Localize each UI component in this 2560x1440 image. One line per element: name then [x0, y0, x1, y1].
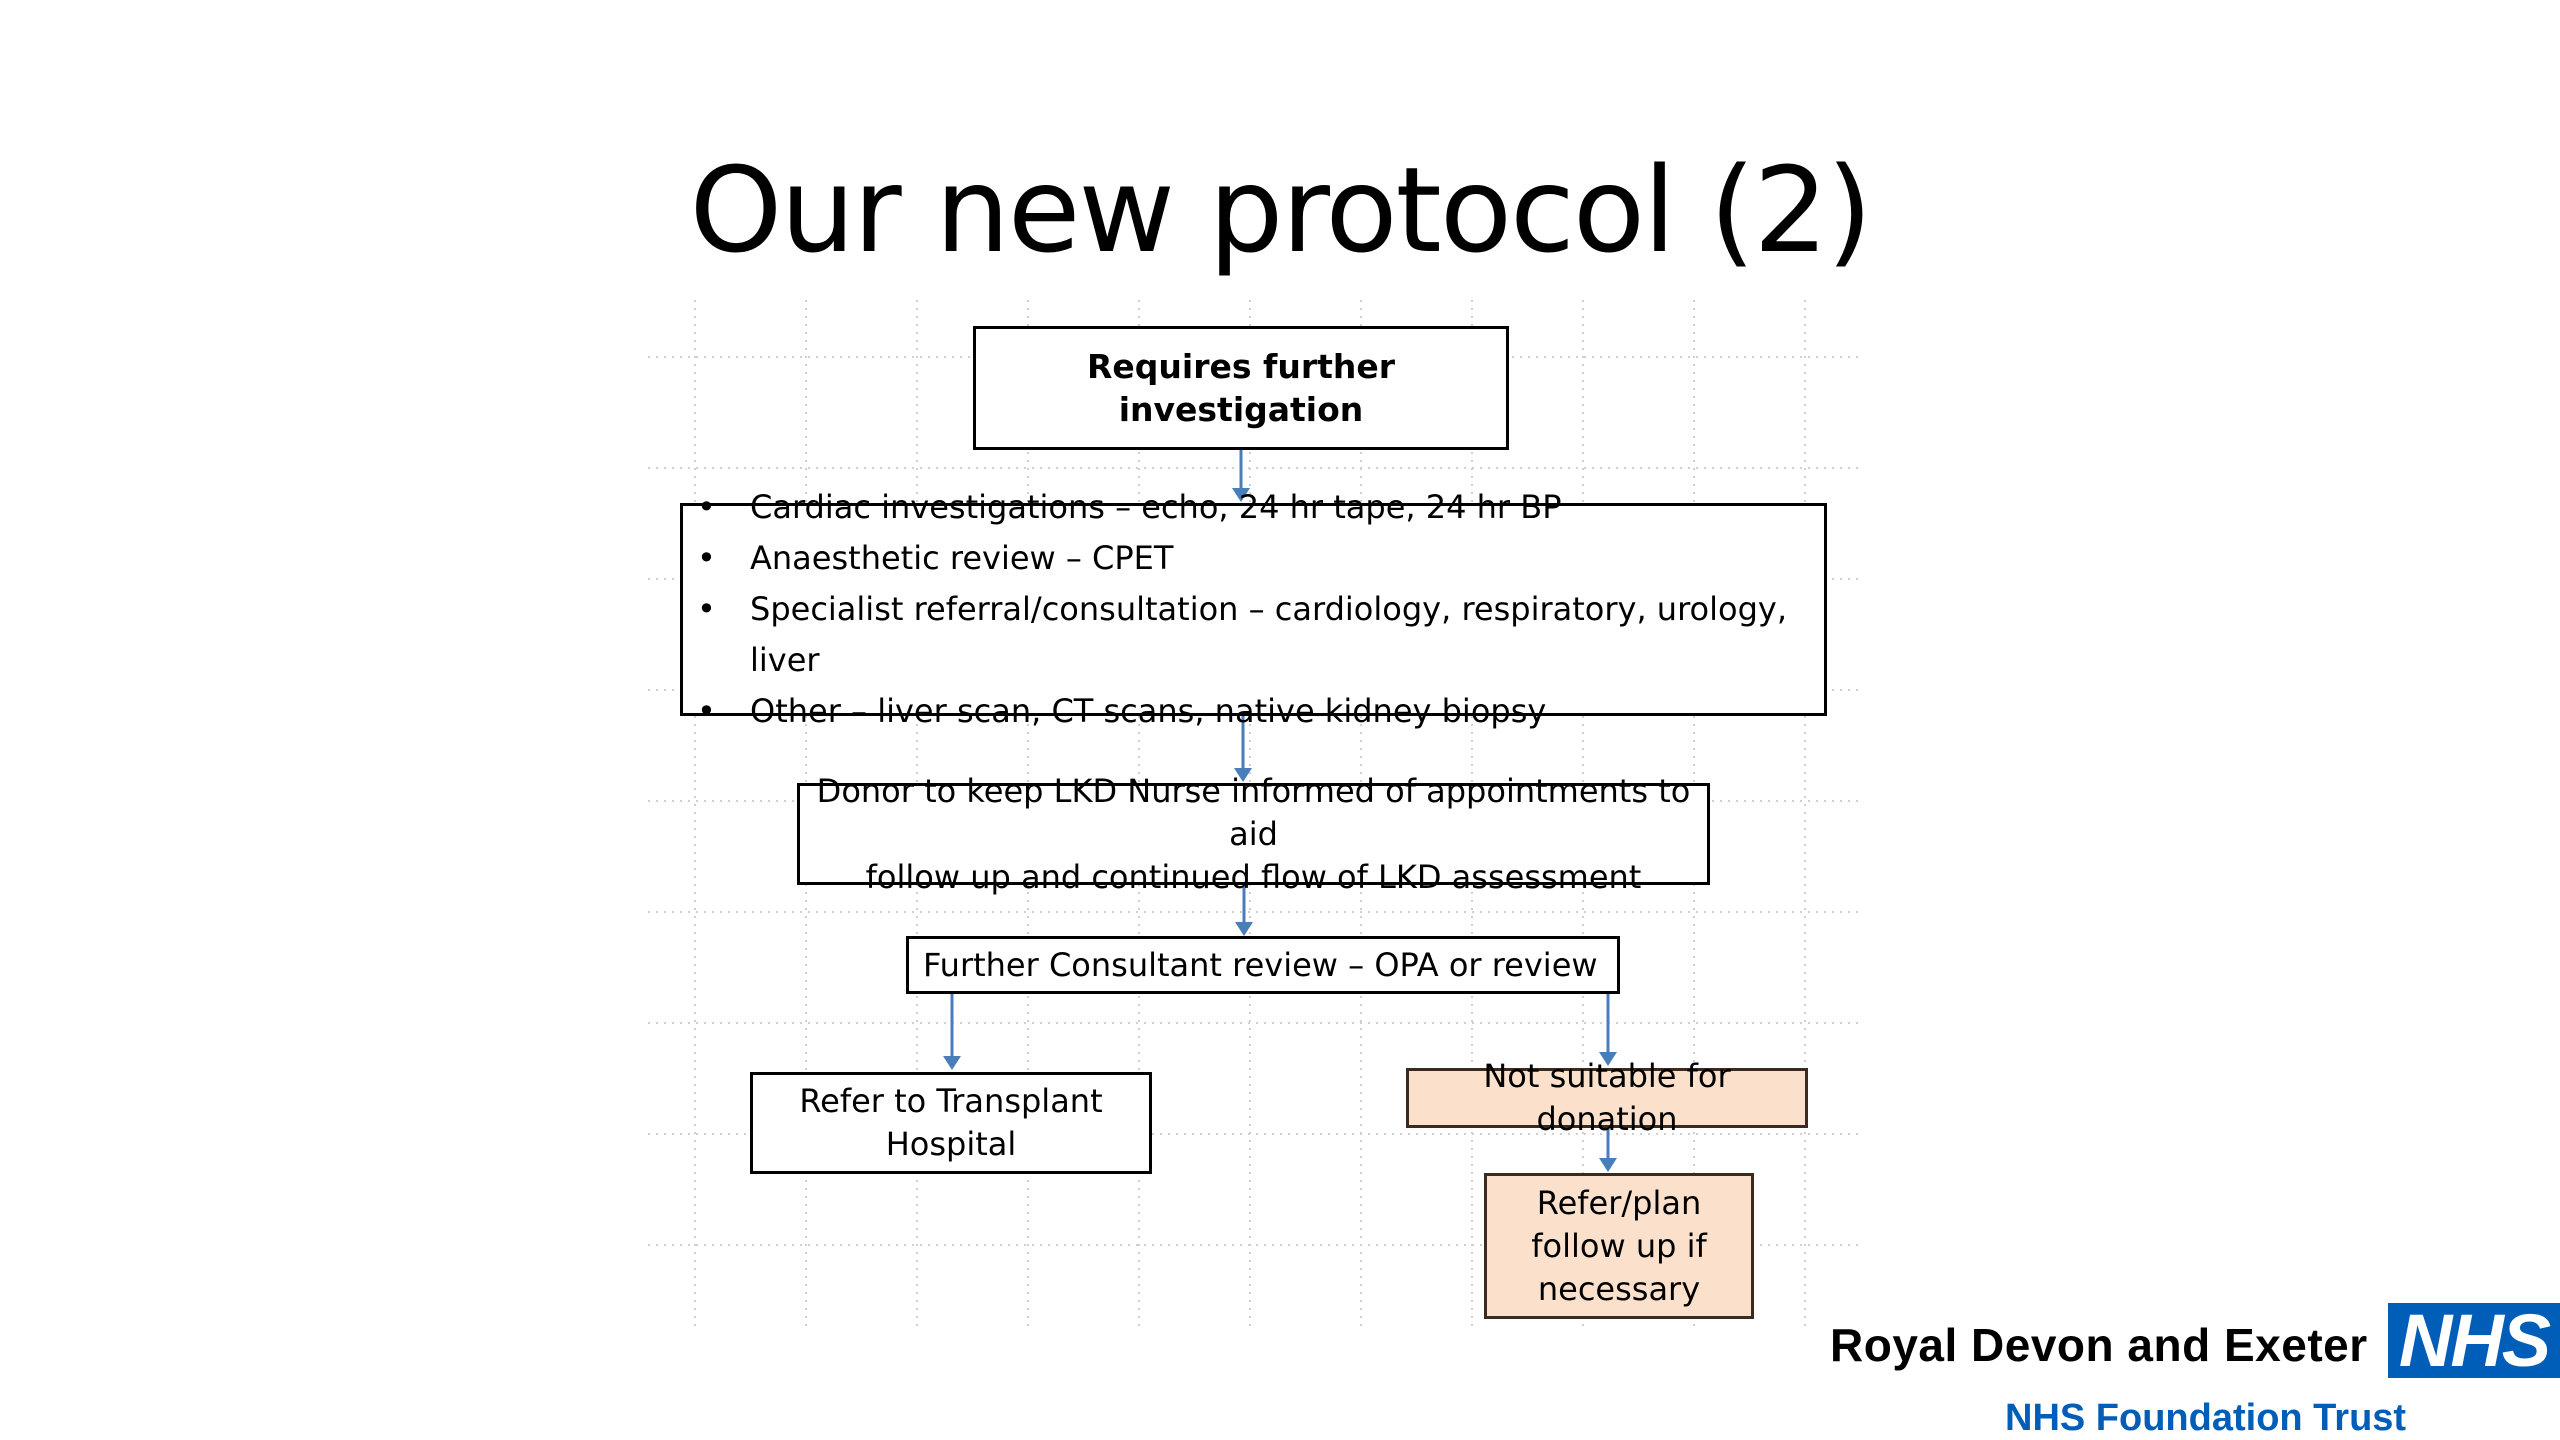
not-suitable-label: Not suitable for donation — [1483, 1057, 1731, 1138]
investigations-node: Cardiac investigations – echo, 24 hr tap… — [680, 482, 1827, 737]
trust-subtitle: NHS Foundation Trust — [2005, 1397, 2407, 1439]
followup-node: Refer/plan follow up if necessary — [1484, 1173, 1754, 1319]
refer-transplant-line: Hospital — [885, 1125, 1017, 1163]
donor-node-line: Donor to keep LKD Nurse informed of appo… — [816, 771, 1691, 853]
followup-line: necessary — [1537, 1269, 1701, 1308]
organisation-name: Royal Devon and Exeter — [1830, 1319, 2368, 1371]
refer-transplant-node: Refer to Transplant Hospital — [750, 1072, 1152, 1174]
nhs-logo: NHS — [2388, 1303, 2560, 1378]
investigation-item: Other – liver scan, CT scans, native kid… — [683, 686, 1824, 737]
investigation-item: Specialist referral/consultation – cardi… — [683, 584, 1824, 686]
start-node-label: Requires further investigation — [1086, 347, 1396, 429]
start-node: Requires further investigation — [973, 326, 1509, 450]
investigation-item: Anaesthetic review – CPET — [683, 533, 1824, 584]
refer-transplant-line: Refer to Transplant — [799, 1082, 1103, 1120]
not-suitable-node: Not suitable for donation — [1406, 1057, 1808, 1138]
donor-node: Donor to keep LKD Nurse informed of appo… — [797, 772, 1710, 896]
slide-title: Our new protocol (2) — [689, 141, 1872, 279]
donor-node-line: follow up and continued flow of LKD asse… — [865, 857, 1642, 896]
consultant-node-label: Further Consultant review – OPA or revie… — [923, 945, 1598, 984]
followup-line: follow up if — [1531, 1226, 1707, 1265]
followup-line: Refer/plan — [1536, 1183, 1702, 1222]
investigation-item: Cardiac investigations – echo, 24 hr tap… — [683, 482, 1824, 533]
investigations-list: Cardiac investigations – echo, 24 hr tap… — [683, 482, 1824, 737]
consultant-node: Further Consultant review – OPA or revie… — [906, 936, 1620, 994]
